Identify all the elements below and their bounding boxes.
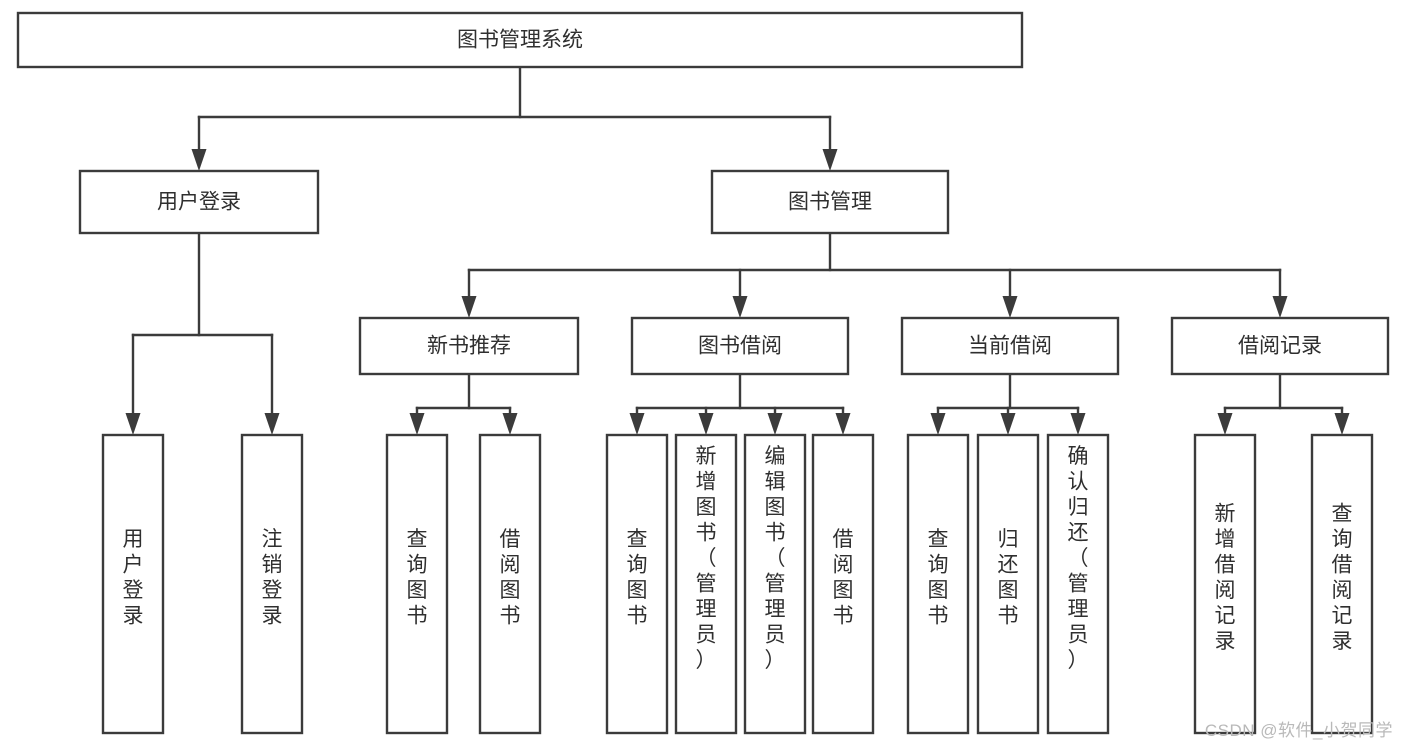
node-box-leaf-query-borrow-record[interactable] xyxy=(1310,433,1374,735)
arrow-head-icon xyxy=(629,413,645,435)
arrow-head-icon xyxy=(191,149,207,171)
node-leaf-edit-book-admin[interactable]: 编辑图书（管理员） xyxy=(743,433,807,735)
node-box-leaf-query-book-3[interactable] xyxy=(906,433,970,735)
node-label-leaf-borrow-book-2: 借阅图书 xyxy=(833,528,854,628)
node-leaf-borrow-book-1[interactable]: 借阅图书 xyxy=(478,433,542,735)
arrow-head-icon xyxy=(767,413,783,435)
node-label-new-book-recommend: 新书推荐 xyxy=(427,335,511,358)
connector-group-book-borrow xyxy=(629,372,851,435)
node-label-book-borrow: 图书借阅 xyxy=(698,335,782,358)
node-label-leaf-logout-login: 注销登录 xyxy=(262,528,283,628)
node-leaf-user-login[interactable]: 用户登录 xyxy=(101,433,165,735)
node-leaf-add-book-admin[interactable]: 新增图书（管理员） xyxy=(674,433,738,735)
node-label-user-login: 用户登录 xyxy=(157,191,241,214)
arrow-head-icon xyxy=(1334,413,1350,435)
node-leaf-query-book-1[interactable]: 查询图书 xyxy=(385,433,449,735)
node-box-borrow-record[interactable] xyxy=(1170,316,1390,376)
node-box-leaf-return-book[interactable] xyxy=(976,433,1040,735)
node-current-borrow[interactable]: 当前借阅 xyxy=(900,316,1120,376)
connector-group-new-book-recommend xyxy=(409,372,518,435)
node-label-leaf-query-borrow-record: 查询借阅记录 xyxy=(1332,502,1353,653)
node-label-leaf-add-book-admin: 新增图书（管理员） xyxy=(696,445,717,672)
node-label-leaf-edit-book-admin: 编辑图书（管理员） xyxy=(765,445,786,672)
node-label-leaf-confirm-return-admin: 确认归还（管理员） xyxy=(1068,445,1089,672)
node-book-manage[interactable]: 图书管理 xyxy=(710,169,950,235)
node-box-leaf-query-book-1[interactable] xyxy=(385,433,449,735)
arrow-head-icon xyxy=(409,413,425,435)
node-box-leaf-user-login[interactable] xyxy=(101,433,165,735)
arrow-head-icon xyxy=(930,413,946,435)
node-box-leaf-query-book-2[interactable] xyxy=(605,433,669,735)
arrow-head-icon xyxy=(1070,413,1086,435)
node-label-leaf-return-book: 归还图书 xyxy=(998,528,1019,628)
arrow-head-icon xyxy=(461,296,477,318)
node-leaf-borrow-book-2[interactable]: 借阅图书 xyxy=(811,433,875,735)
node-new-book-recommend[interactable]: 新书推荐 xyxy=(358,316,580,376)
node-label-leaf-query-book-3: 查询图书 xyxy=(928,528,949,628)
node-box-book-manage[interactable] xyxy=(710,169,950,235)
node-label-root: 图书管理系统 xyxy=(457,29,583,52)
node-label-leaf-borrow-book-1: 借阅图书 xyxy=(500,528,521,628)
node-label-leaf-add-borrow-record: 新增借阅记录 xyxy=(1215,502,1236,653)
node-leaf-return-book[interactable]: 归还图书 xyxy=(976,433,1040,735)
node-box-leaf-borrow-book-2[interactable] xyxy=(811,433,875,735)
arrow-head-icon xyxy=(125,413,141,435)
node-box-leaf-borrow-book-1[interactable] xyxy=(478,433,542,735)
node-root[interactable]: 图书管理系统 xyxy=(16,11,1024,69)
connector-layer xyxy=(125,65,1350,435)
node-leaf-logout-login[interactable]: 注销登录 xyxy=(240,433,304,735)
arrow-head-icon xyxy=(1002,296,1018,318)
node-label-leaf-user-login: 用户登录 xyxy=(123,528,144,628)
node-user-login[interactable]: 用户登录 xyxy=(78,169,320,235)
node-box-leaf-edit-book-admin[interactable] xyxy=(743,433,807,735)
connector-group-user-login xyxy=(125,231,280,435)
node-layer: 图书管理系统用户登录图书管理新书推荐图书借阅当前借阅借阅记录用户登录注销登录查询… xyxy=(16,11,1390,735)
node-label-leaf-query-book-2: 查询图书 xyxy=(627,528,648,628)
arrow-head-icon xyxy=(835,413,851,435)
connector-group-current-borrow xyxy=(930,372,1086,435)
node-book-borrow[interactable]: 图书借阅 xyxy=(630,316,850,376)
arrow-head-icon xyxy=(1272,296,1288,318)
node-box-leaf-add-borrow-record[interactable] xyxy=(1193,433,1257,735)
node-leaf-add-borrow-record[interactable]: 新增借阅记录 xyxy=(1193,433,1257,735)
node-label-leaf-query-book-1: 查询图书 xyxy=(407,528,428,628)
node-box-leaf-confirm-return-admin[interactable] xyxy=(1046,433,1110,735)
arrow-head-icon xyxy=(502,413,518,435)
node-box-book-borrow[interactable] xyxy=(630,316,850,376)
connector-group-book-manage xyxy=(461,231,1288,318)
connector-group-borrow-record xyxy=(1217,372,1350,435)
node-label-current-borrow: 当前借阅 xyxy=(968,335,1052,358)
node-box-new-book-recommend[interactable] xyxy=(358,316,580,376)
arrow-head-icon xyxy=(1000,413,1016,435)
arrow-head-icon xyxy=(1217,413,1233,435)
node-box-user-login[interactable] xyxy=(78,169,320,235)
node-leaf-confirm-return-admin[interactable]: 确认归还（管理员） xyxy=(1046,433,1110,735)
node-leaf-query-book-3[interactable]: 查询图书 xyxy=(906,433,970,735)
node-leaf-query-borrow-record[interactable]: 查询借阅记录 xyxy=(1310,433,1374,735)
node-box-root[interactable] xyxy=(16,11,1024,69)
connector-group-root xyxy=(191,65,838,171)
arrow-head-icon xyxy=(822,149,838,171)
node-label-borrow-record: 借阅记录 xyxy=(1238,335,1322,358)
node-box-leaf-logout-login[interactable] xyxy=(240,433,304,735)
arrow-head-icon xyxy=(698,413,714,435)
node-box-leaf-add-book-admin[interactable] xyxy=(674,433,738,735)
node-box-current-borrow[interactable] xyxy=(900,316,1120,376)
node-label-book-manage: 图书管理 xyxy=(788,191,872,214)
arrow-head-icon xyxy=(732,296,748,318)
node-leaf-query-book-2[interactable]: 查询图书 xyxy=(605,433,669,735)
csdn-watermark: CSDN @软件_小贺同学 xyxy=(1204,721,1393,740)
arrow-head-icon xyxy=(264,413,280,435)
node-borrow-record[interactable]: 借阅记录 xyxy=(1170,316,1390,376)
